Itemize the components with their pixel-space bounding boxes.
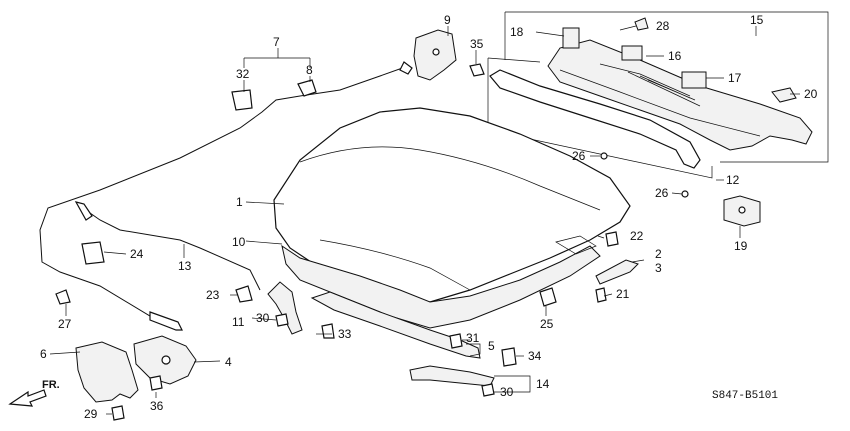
callout-28: 28	[656, 19, 670, 33]
hood-group	[273, 107, 631, 329]
cowl-top-cover-group	[504, 11, 829, 163]
bolt-22[interactable]	[605, 231, 619, 247]
hardware	[55, 63, 639, 421]
stiffener-11[interactable]	[267, 281, 303, 335]
callout-7: 7	[273, 35, 280, 49]
grommet-23[interactable]	[235, 285, 253, 303]
callout-10: 10	[232, 235, 246, 249]
seal-17[interactable]	[681, 71, 707, 89]
callout-35: 35	[470, 37, 484, 51]
callout-5: 5	[488, 339, 495, 353]
callout-3: 3	[655, 261, 662, 275]
callout-11: 11	[232, 315, 245, 329]
diagram-code: S847-B5101	[712, 390, 778, 402]
front-arrow-icon	[8, 389, 47, 407]
bolt-36[interactable]	[149, 375, 163, 391]
callout-1: 1	[236, 195, 243, 209]
stiffeners	[267, 281, 495, 387]
clip-24[interactable]	[81, 241, 105, 265]
callout-18: 18	[510, 25, 524, 39]
callout-15: 15	[750, 13, 764, 27]
callout-32: 32	[236, 67, 250, 81]
hinges	[413, 29, 761, 227]
callout-17: 17	[728, 71, 742, 85]
bolt-21[interactable]	[595, 287, 607, 303]
seal-16[interactable]	[621, 45, 643, 61]
callout-25: 25	[540, 317, 554, 331]
hood-seal-group	[487, 57, 713, 198]
callout-21: 21	[616, 287, 630, 301]
hinge-bracket-2[interactable]	[595, 259, 639, 285]
stiffener-5[interactable]	[310, 291, 481, 359]
hood-release-cable	[39, 61, 413, 331]
cowl-clip-18[interactable]	[562, 27, 580, 49]
release-cable[interactable]	[39, 65, 409, 327]
callout-27: 27	[58, 317, 72, 331]
stiffener-14[interactable]	[409, 365, 495, 387]
callout-26a: 26	[572, 149, 586, 163]
bumper-34[interactable]	[501, 347, 517, 367]
support-rod	[74, 201, 261, 291]
screw-29[interactable]	[111, 405, 125, 421]
clip-26a[interactable]	[600, 152, 608, 160]
clip-28[interactable]	[634, 17, 649, 31]
callout-19: 19	[734, 239, 748, 253]
hood-seal[interactable]	[489, 69, 701, 169]
bolt-30a[interactable]	[275, 313, 289, 327]
bolt-30b[interactable]	[481, 383, 495, 397]
front-marker-label: FR.	[42, 379, 60, 391]
callout-23: 23	[206, 288, 220, 302]
callout-13: 13	[178, 259, 192, 273]
callout-31: 31	[466, 331, 480, 345]
callout-20: 20	[804, 87, 818, 101]
front-direction-indicator: FR.	[8, 379, 60, 407]
callout-26b: 26	[655, 186, 669, 200]
callout-12: 12	[726, 173, 740, 187]
callout-34: 34	[528, 349, 542, 363]
clip-27[interactable]	[55, 289, 71, 305]
bumper-33[interactable]	[321, 323, 335, 339]
latch-cover[interactable]	[75, 341, 139, 403]
callout-6: 6	[40, 347, 47, 361]
callout-4: 4	[225, 355, 232, 369]
leader-lines	[49, 25, 800, 415]
bolt-35[interactable]	[469, 63, 485, 77]
callout-29: 29	[84, 407, 98, 421]
callout-labels: 1 2 3 4 5 6 7 8 9 10 11 12 13 14 15 16 1…	[40, 13, 818, 421]
callout-33: 33	[338, 327, 352, 341]
callout-30a: 30	[256, 311, 270, 325]
hood-support-rod[interactable]	[79, 205, 261, 291]
callout-36: 36	[150, 399, 164, 413]
callout-30b: 30	[500, 385, 514, 399]
clip-26b[interactable]	[681, 190, 689, 198]
callout-22: 22	[630, 229, 644, 243]
cable-clip-32[interactable]	[231, 89, 253, 111]
callout-8: 8	[306, 63, 313, 77]
grommet-8[interactable]	[297, 79, 317, 97]
clip-20[interactable]	[771, 87, 797, 103]
latch-parts	[75, 335, 197, 403]
clip-31[interactable]	[449, 333, 463, 349]
callout-24: 24	[130, 247, 144, 261]
bumper-25[interactable]	[539, 287, 557, 307]
callout-14: 14	[536, 377, 550, 391]
callout-9: 9	[444, 13, 451, 27]
callout-16: 16	[668, 49, 682, 63]
callout-2: 2	[655, 247, 662, 261]
